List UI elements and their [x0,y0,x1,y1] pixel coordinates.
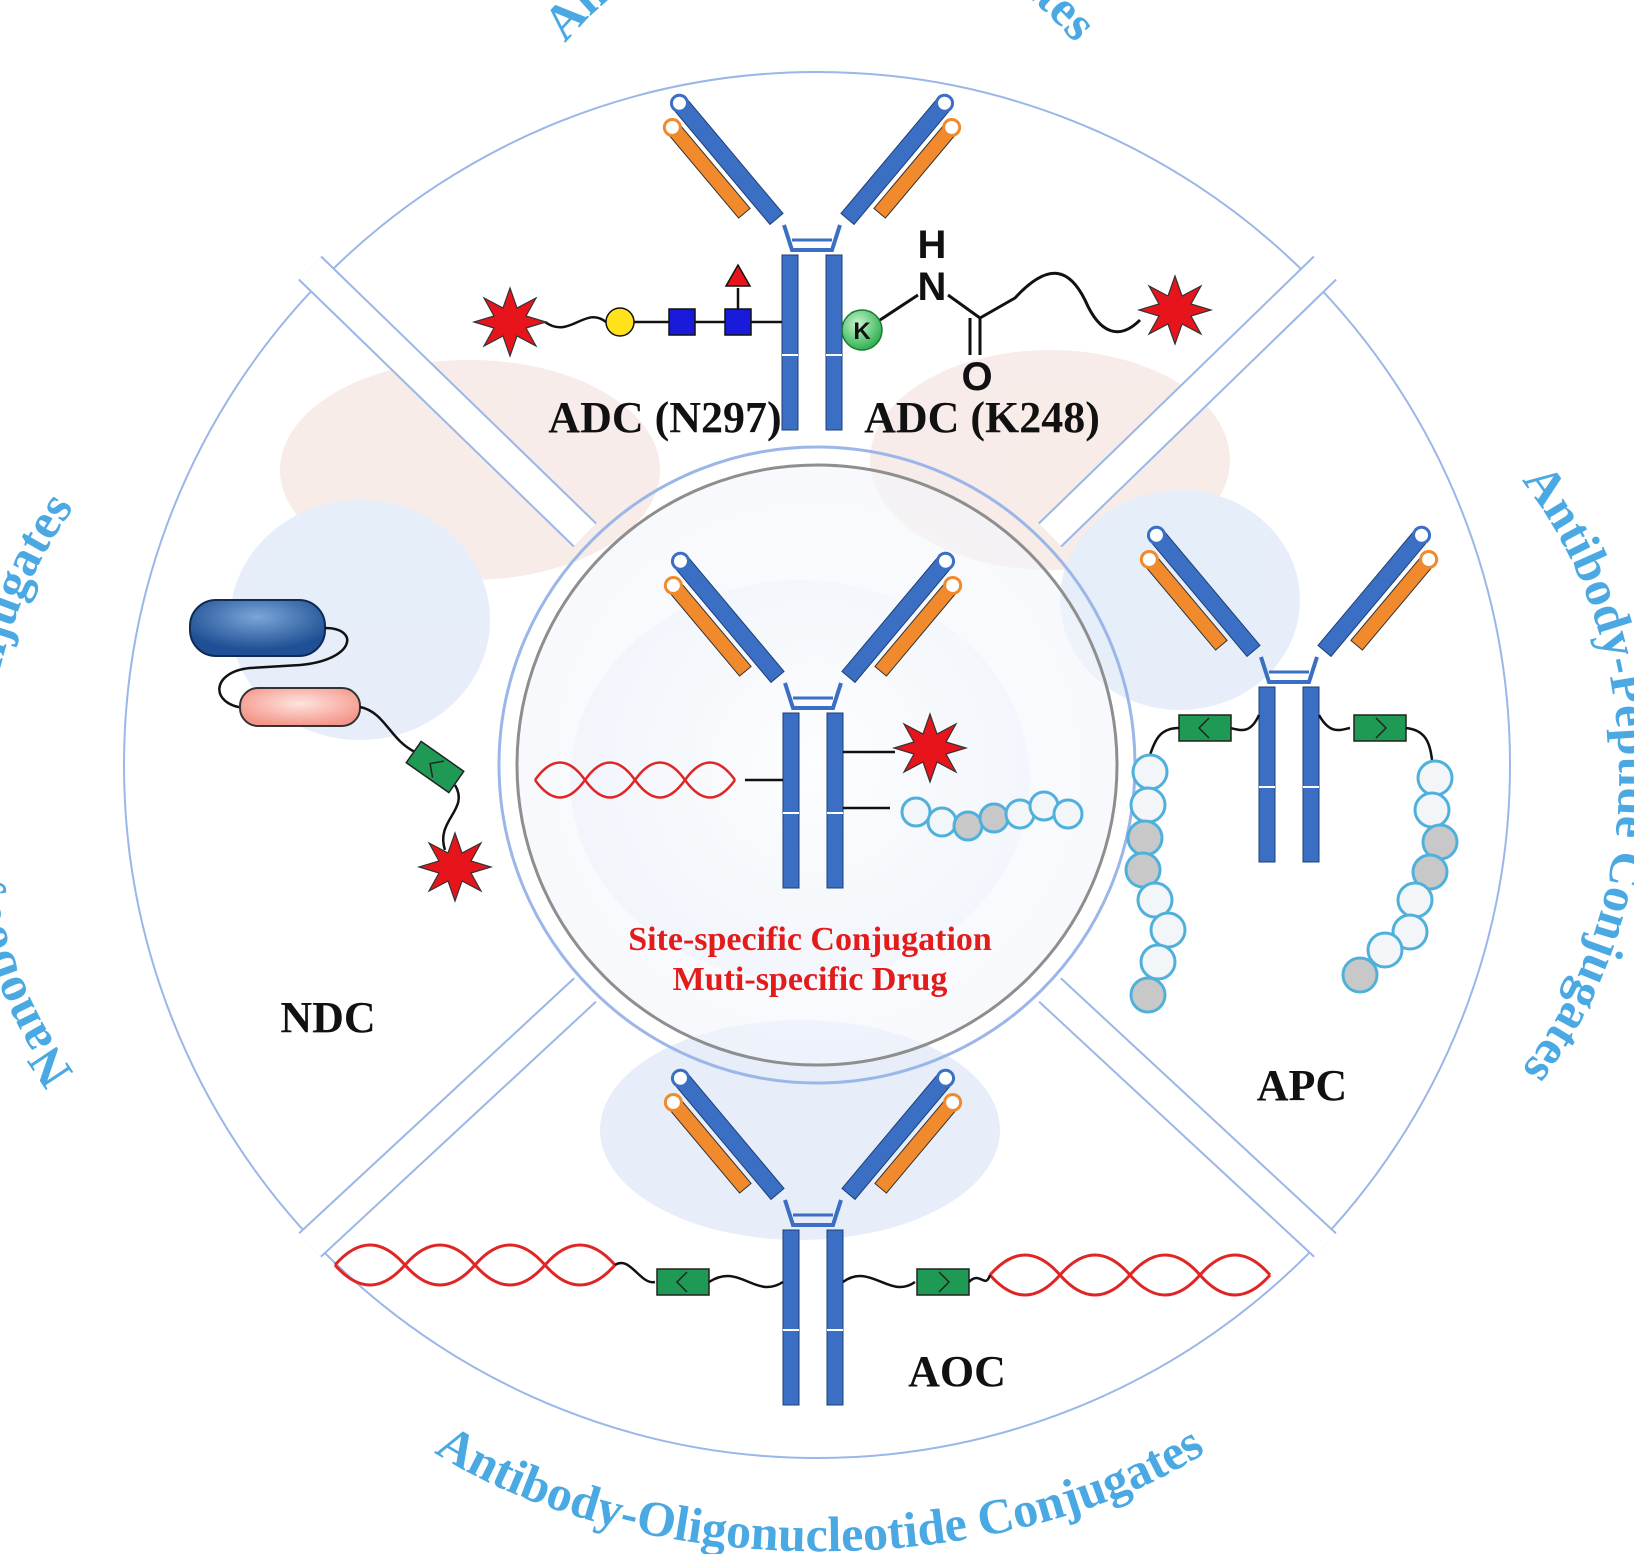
peptide-chain-icon [1124,753,1459,1014]
hydrogen-label: H [918,223,947,267]
linker-icon [405,740,465,794]
nanobody-icon [189,599,416,754]
label-ndc: NDC [280,993,375,1042]
label-aoc: AOC [908,1347,1006,1396]
ndc-tether [442,784,461,851]
center-circle [515,463,1119,1067]
amide-linker: N H O [879,223,1142,399]
linker-icon [614,1261,992,1296]
payload-burst-icon [473,287,547,357]
label-adc-k248: ADC (K248) [864,393,1100,442]
svg-text:K: K [853,318,871,345]
peptide-chain-icon [900,790,1084,842]
glycan-icon [544,263,782,337]
quadrant-separators [298,255,1337,1258]
label-adc-n297: ADC (N297) [548,393,781,442]
title-top: Antibody-Drug Conjugates [532,0,1109,51]
linker-icon [1148,714,1434,761]
oxygen-label: O [961,355,992,399]
payload-burst-icon [1138,275,1212,345]
center-label-line1: Site-specific Conjugation [628,921,992,958]
outer-ring [123,71,1511,1459]
label-apc: APC [1257,1061,1347,1110]
center-label-line2: Muti-specific Drug [673,961,948,998]
dna-helix-icon [533,761,783,799]
title-right: Antibody-Peptide Conjugates [1513,454,1634,1097]
dna-helix-icon [333,1243,1272,1297]
lysine-icon: K [841,309,883,351]
title-bottom: Antibody-Oligonucleotide Conjugates [428,1414,1212,1554]
payload-burst-icon [893,713,967,783]
nitrogen-label: N [918,265,947,309]
payload-burst-icon [418,832,492,902]
title-left: Nanobody-Drug Conjugates [0,482,83,1098]
